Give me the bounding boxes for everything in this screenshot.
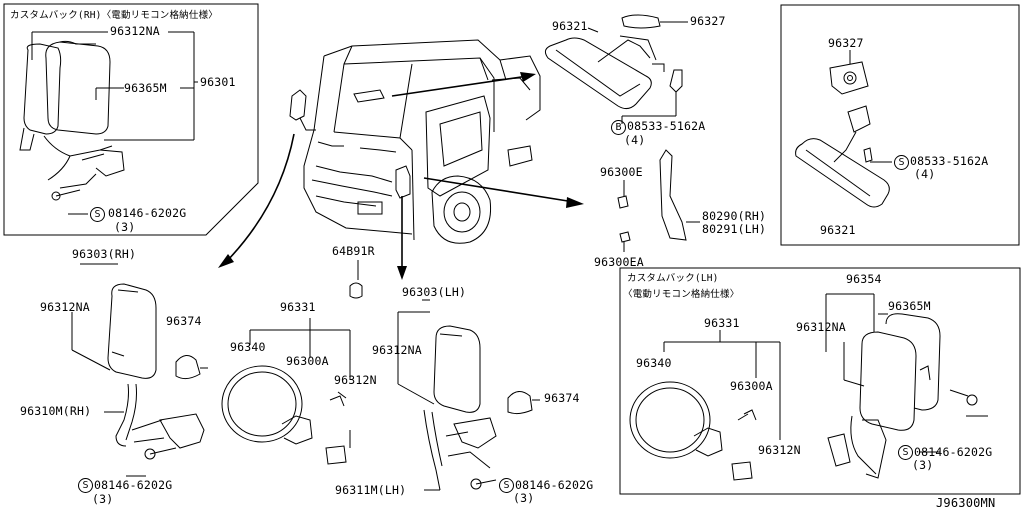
under-mirror-drawing: [221, 318, 351, 465]
label-qty: (4): [624, 133, 646, 147]
custom-rh-mirror-drawing: [19, 31, 198, 215]
label-64B91R: 64B91R: [332, 244, 375, 258]
label-qty: (3): [92, 492, 114, 506]
inner-mirror-box-drawing: [795, 50, 892, 208]
label-96312NA: 96312NA: [372, 343, 422, 357]
label-96374: 96374: [544, 391, 580, 405]
label-08533-5162A: 08533-5162A: [627, 119, 706, 133]
label-96331: 96331: [280, 300, 316, 314]
label-96312NA: 96312NA: [796, 320, 846, 334]
diagram-id: J96300MN: [936, 496, 996, 510]
label-96354: 96354: [846, 272, 882, 286]
label-80291LH: 80291(LH): [702, 222, 767, 236]
label-96300A: 96300A: [286, 354, 329, 368]
label-08146-6202G: 08146-6202G: [108, 206, 187, 220]
label-96310MRH: 96310M(RH): [20, 404, 92, 418]
frame-custom-rh: [3, 3, 259, 236]
frame-inner-mirror: [780, 4, 1020, 246]
label-96300E: 96300E: [600, 165, 643, 179]
label-96327: 96327: [828, 36, 864, 50]
label-96301: 96301: [200, 75, 236, 89]
label-96340: 96340: [636, 356, 672, 370]
label-96340: 96340: [230, 340, 266, 354]
label-96321: 96321: [552, 19, 588, 33]
label-96311MLH: 96311M(LH): [335, 483, 407, 497]
side-parts-drawing: [617, 149, 700, 252]
label-96312NA: 96312NA: [110, 24, 160, 38]
label-08533-5162A: 08533-5162A: [910, 154, 989, 168]
mirror-rh-drawing: [71, 263, 208, 477]
bolt-symbol: S: [78, 478, 93, 493]
label-qty: (3): [114, 220, 136, 234]
label-96365M: 96365M: [888, 299, 931, 313]
bolt-symbol: B: [611, 120, 626, 135]
pointer-arrows: [225, 75, 575, 272]
arrow-heads: [218, 72, 584, 280]
label-96303LH: 96303(LH): [402, 285, 467, 299]
custom-lh-drawing: [629, 293, 988, 481]
custom-rh-header: カスタムバック(RH)〈電動リモコン格納仕様〉: [10, 10, 218, 21]
bolt-symbol: S: [898, 445, 913, 460]
label-96365M: 96365M: [124, 81, 167, 95]
label-80290RH: 80290(RH): [702, 209, 767, 223]
mirror-lh-drawing: [397, 299, 540, 491]
label-96312N: 96312N: [334, 373, 377, 387]
label-96374: 96374: [166, 314, 202, 328]
bolt-symbol: S: [499, 478, 514, 493]
label-08146-6202G: 08146-6202G: [515, 478, 594, 492]
inner-mirror-top-drawing: [544, 14, 688, 124]
label-08146-6202G: 08146-6202G: [914, 445, 993, 459]
label-96321: 96321: [820, 223, 856, 237]
label-96327: 96327: [690, 14, 726, 28]
grommet-drawing: [349, 282, 363, 299]
bolt-symbol: S: [90, 207, 105, 222]
label-96300EA: 96300EA: [594, 255, 644, 269]
truck-cab-drawing: [289, 39, 541, 244]
label-96300A: 96300A: [730, 379, 773, 393]
label-08146-6202G: 08146-6202G: [94, 478, 173, 492]
label-qty: (3): [513, 491, 535, 505]
custom-lh-header-line2: 〈電動リモコン格納仕様〉: [623, 289, 740, 300]
label-96331: 96331: [704, 316, 740, 330]
bolt-symbol: S: [894, 155, 909, 170]
label-qty: (3): [912, 458, 934, 472]
label-96312N: 96312N: [758, 443, 801, 457]
label-96312NA: 96312NA: [40, 300, 90, 314]
label-96303RH: 96303(RH): [72, 247, 137, 261]
label-qty: (4): [914, 167, 936, 181]
custom-lh-header-line1: カスタムバック(LH): [627, 273, 719, 284]
frame-custom-lh: [619, 267, 1021, 495]
